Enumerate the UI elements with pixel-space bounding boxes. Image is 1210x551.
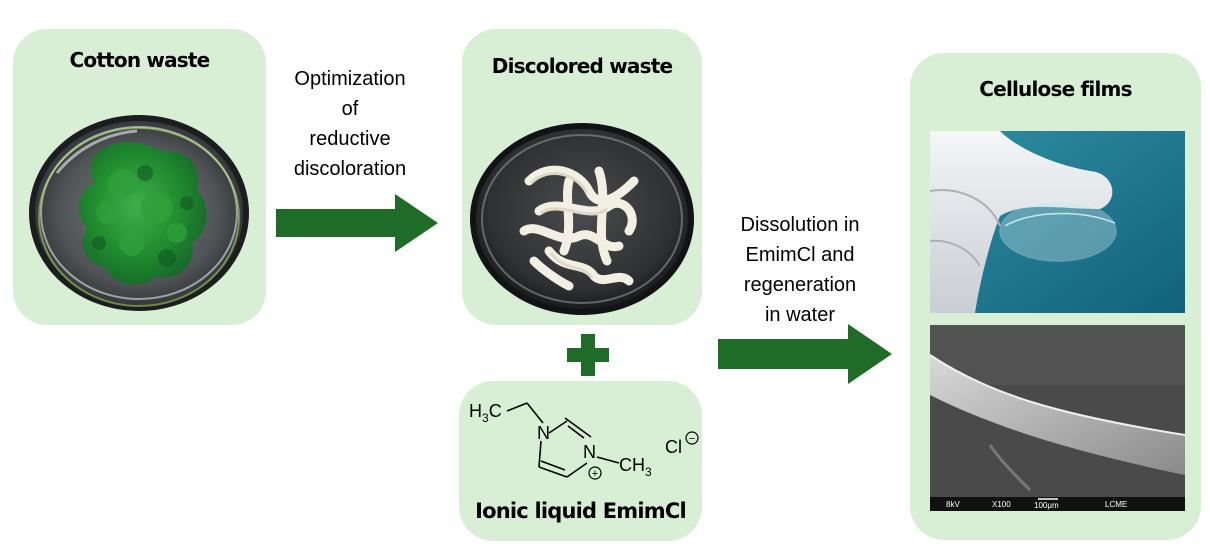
sem-scale-bar: 100μm: [1034, 501, 1059, 510]
h3c-h: H: [469, 401, 482, 421]
cellulose-film-photo: [930, 131, 1185, 313]
cotton-waste-photo: [29, 115, 249, 311]
ch3-ch: CH: [619, 455, 645, 475]
ch3-sub: 3: [645, 465, 652, 479]
sem-voltage: 8kV: [946, 500, 960, 509]
cotton-waste-panel: Cotton waste: [13, 29, 266, 325]
arrow-right-icon: [718, 324, 892, 384]
dissolution-line-3: regeneration: [743, 274, 857, 296]
optimization-line-4: discoloration: [293, 158, 407, 180]
arrow-right-icon: [276, 194, 438, 252]
optimization-line-2: of: [341, 98, 359, 120]
positive-charge: +: [592, 468, 598, 480]
h3c-sub: 3: [482, 411, 489, 425]
chloride: Cl: [665, 437, 682, 457]
emimcl-structure: H3C N N + CH3 Cl −: [469, 401, 699, 480]
sem-lab: LCME: [1105, 500, 1127, 509]
plus-icon: [567, 334, 609, 376]
svg-text:CH3: CH3: [619, 455, 652, 479]
cotton-waste-title: Cotton waste: [69, 48, 211, 72]
negative-charge: −: [689, 433, 695, 445]
h3c-c: C: [489, 401, 502, 421]
optimization-caption: Optimization of reductive discoloration: [270, 64, 430, 184]
dissolution-line-4: in water: [764, 304, 836, 326]
dissolution-line-1: Dissolution in: [740, 214, 860, 236]
ionic-liquid-title: Ionic liquid EmimCl: [475, 499, 687, 523]
discolored-waste-panel: Discolored waste: [462, 29, 702, 325]
discolored-waste-title: Discolored waste: [491, 54, 673, 78]
cellulose-films-panel: Cellulose films: [910, 53, 1201, 540]
dissolution-caption: Dissolution in EmimCl and regeneration i…: [715, 210, 885, 330]
sem-micrograph: 8kV X100 100μm LCME: [930, 325, 1185, 511]
sem-magnification: X100: [992, 500, 1011, 509]
ionic-liquid-panel: H3C N N + CH3 Cl − Ionic liquid EmimCl: [459, 381, 702, 541]
svg-text:H3C: H3C: [469, 401, 502, 425]
nitrogen-1: N: [537, 423, 550, 443]
optimization-line-1: Optimization: [294, 68, 406, 90]
nitrogen-2: N: [583, 442, 596, 462]
dissolution-line-2: EmimCl and: [745, 244, 855, 266]
cellulose-films-title: Cellulose films: [979, 77, 1132, 101]
optimization-line-3: reductive: [309, 128, 391, 150]
discolored-waste-photo: [470, 123, 694, 315]
